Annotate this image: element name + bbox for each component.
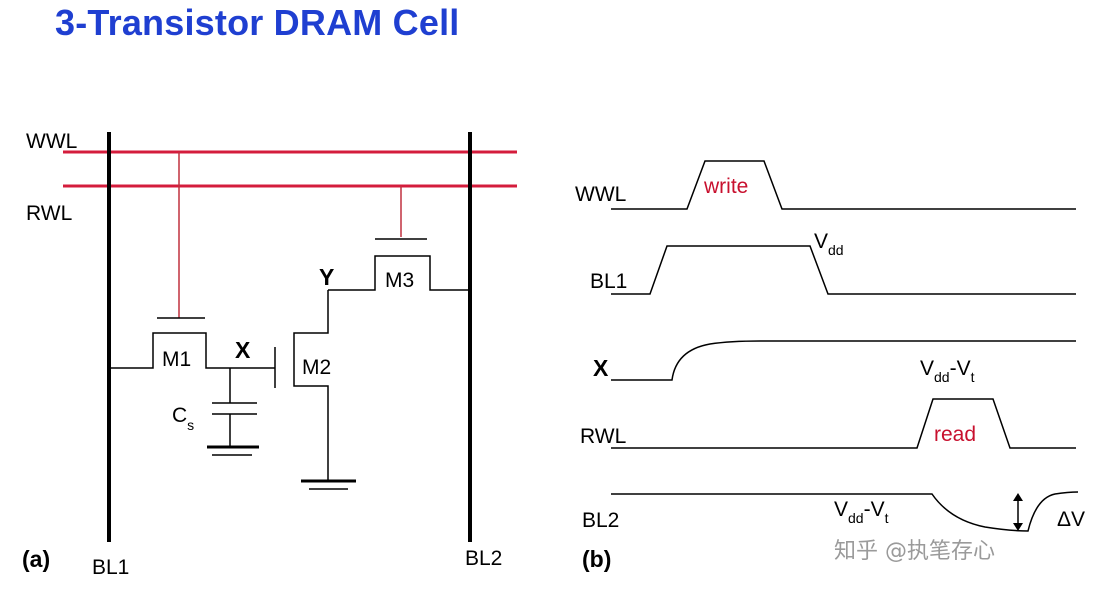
panel-b-label: (b)	[582, 546, 611, 572]
waveform-wwl-label: WWL	[575, 183, 626, 206]
bl2-label: BL2	[465, 547, 502, 570]
storage-capacitor: Cs	[172, 368, 259, 456]
write-label: write	[703, 175, 748, 198]
node-x-label: X	[235, 337, 251, 363]
delta-v-label: ΔV	[1057, 508, 1085, 531]
waveform-bl1	[611, 245, 1076, 295]
vdd-vt-label-x: Vdd-Vt	[920, 357, 975, 385]
node-y-label: Y	[319, 264, 334, 290]
m3-label: M3	[385, 269, 414, 292]
m2-transistor: M2	[252, 290, 356, 490]
waveform-x	[611, 340, 1076, 381]
waveform-wwl	[611, 160, 1076, 210]
vdd-vt-label-bl2: Vdd-Vt	[834, 498, 889, 526]
timing-waveforms: WWL write BL1 Vdd X Vdd-Vt RWL read BL2 …	[575, 160, 1085, 572]
slide-title: 3-Transistor DRAM Cell	[55, 2, 460, 43]
delta-v-arrow	[1013, 493, 1023, 531]
rwl-label: RWL	[26, 202, 72, 225]
circuit-schematic: WWL RWL BL1 BL2 M1 Cs X	[22, 130, 517, 579]
waveform-bl2	[611, 491, 1079, 532]
waveform-rwl-label: RWL	[580, 425, 626, 448]
wwl-label: WWL	[26, 130, 77, 153]
cs-label: Cs	[172, 404, 194, 433]
vdd-label: Vdd	[814, 230, 844, 258]
m1-transistor: M1	[109, 152, 252, 371]
bl1-label: BL1	[92, 556, 129, 579]
waveform-x-label: X	[593, 355, 609, 381]
panel-a-label: (a)	[22, 546, 50, 572]
waveform-bl2-label: BL2	[582, 509, 619, 532]
read-label: read	[934, 423, 976, 446]
m1-label: M1	[162, 348, 191, 371]
m3-transistor: M3	[328, 186, 470, 292]
watermark-text: 知乎 @执笔存心	[834, 539, 995, 564]
m2-label: M2	[302, 356, 331, 379]
waveform-rwl	[611, 398, 1076, 449]
waveform-bl1-label: BL1	[590, 270, 627, 293]
